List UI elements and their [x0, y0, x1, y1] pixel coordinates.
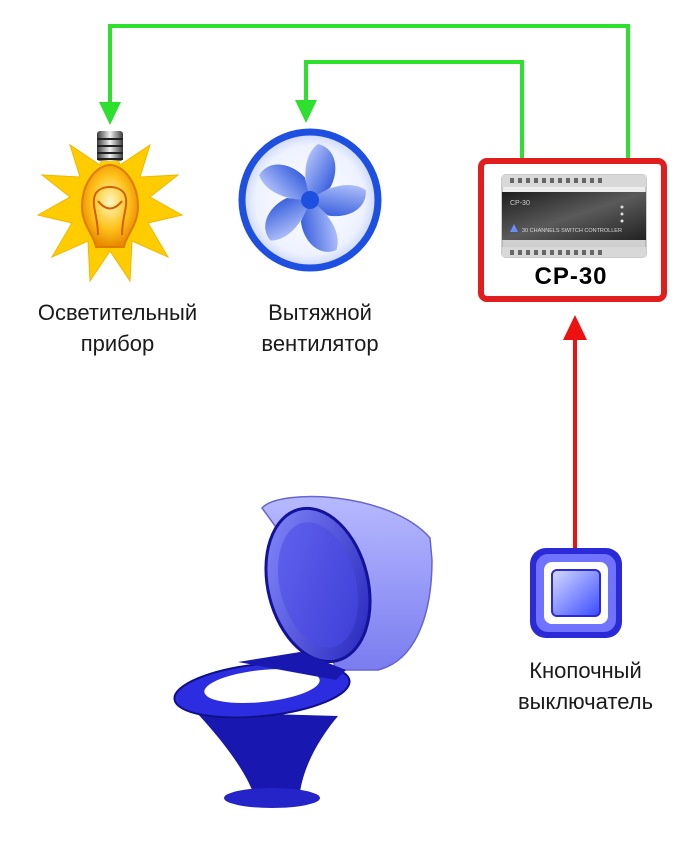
fan-icon	[238, 128, 382, 272]
controller-node: CP-30 30 CHANNELS SWITCH CONTROLLER	[478, 158, 667, 302]
push-button-icon	[530, 548, 622, 638]
fan-label-line1: Вытяжной	[268, 300, 372, 325]
controller-title: CP-30	[534, 263, 608, 290]
lamp-label: Осветительный прибор	[15, 297, 220, 359]
lamp-label-line1: Осветительный	[37, 300, 198, 325]
toilet-icon	[173, 495, 433, 808]
switch-label-line1: Кнопочный	[529, 658, 642, 683]
din-rail-controller-icon: CP-30 30 CHANNELS SWITCH CONTROLLER	[501, 174, 647, 258]
device-caption-text: 30 CHANNELS SWITCH CONTROLLER	[522, 228, 622, 234]
fan-label: Вытяжной вентилятор	[235, 297, 405, 359]
switch-label-line2: выключатель	[517, 689, 654, 714]
wire-switch-to-controller	[563, 315, 587, 548]
switch-label: Кнопочный выключатель	[493, 655, 678, 717]
light-bulb-icon	[36, 131, 184, 283]
wire-controller-to-fan	[295, 60, 524, 160]
device-brand-text: CP-30	[510, 200, 530, 207]
wire-controller-to-lamp	[99, 24, 630, 160]
fan-label-line2: вентилятор	[261, 331, 379, 356]
lamp-label-line2: прибор	[80, 331, 155, 356]
